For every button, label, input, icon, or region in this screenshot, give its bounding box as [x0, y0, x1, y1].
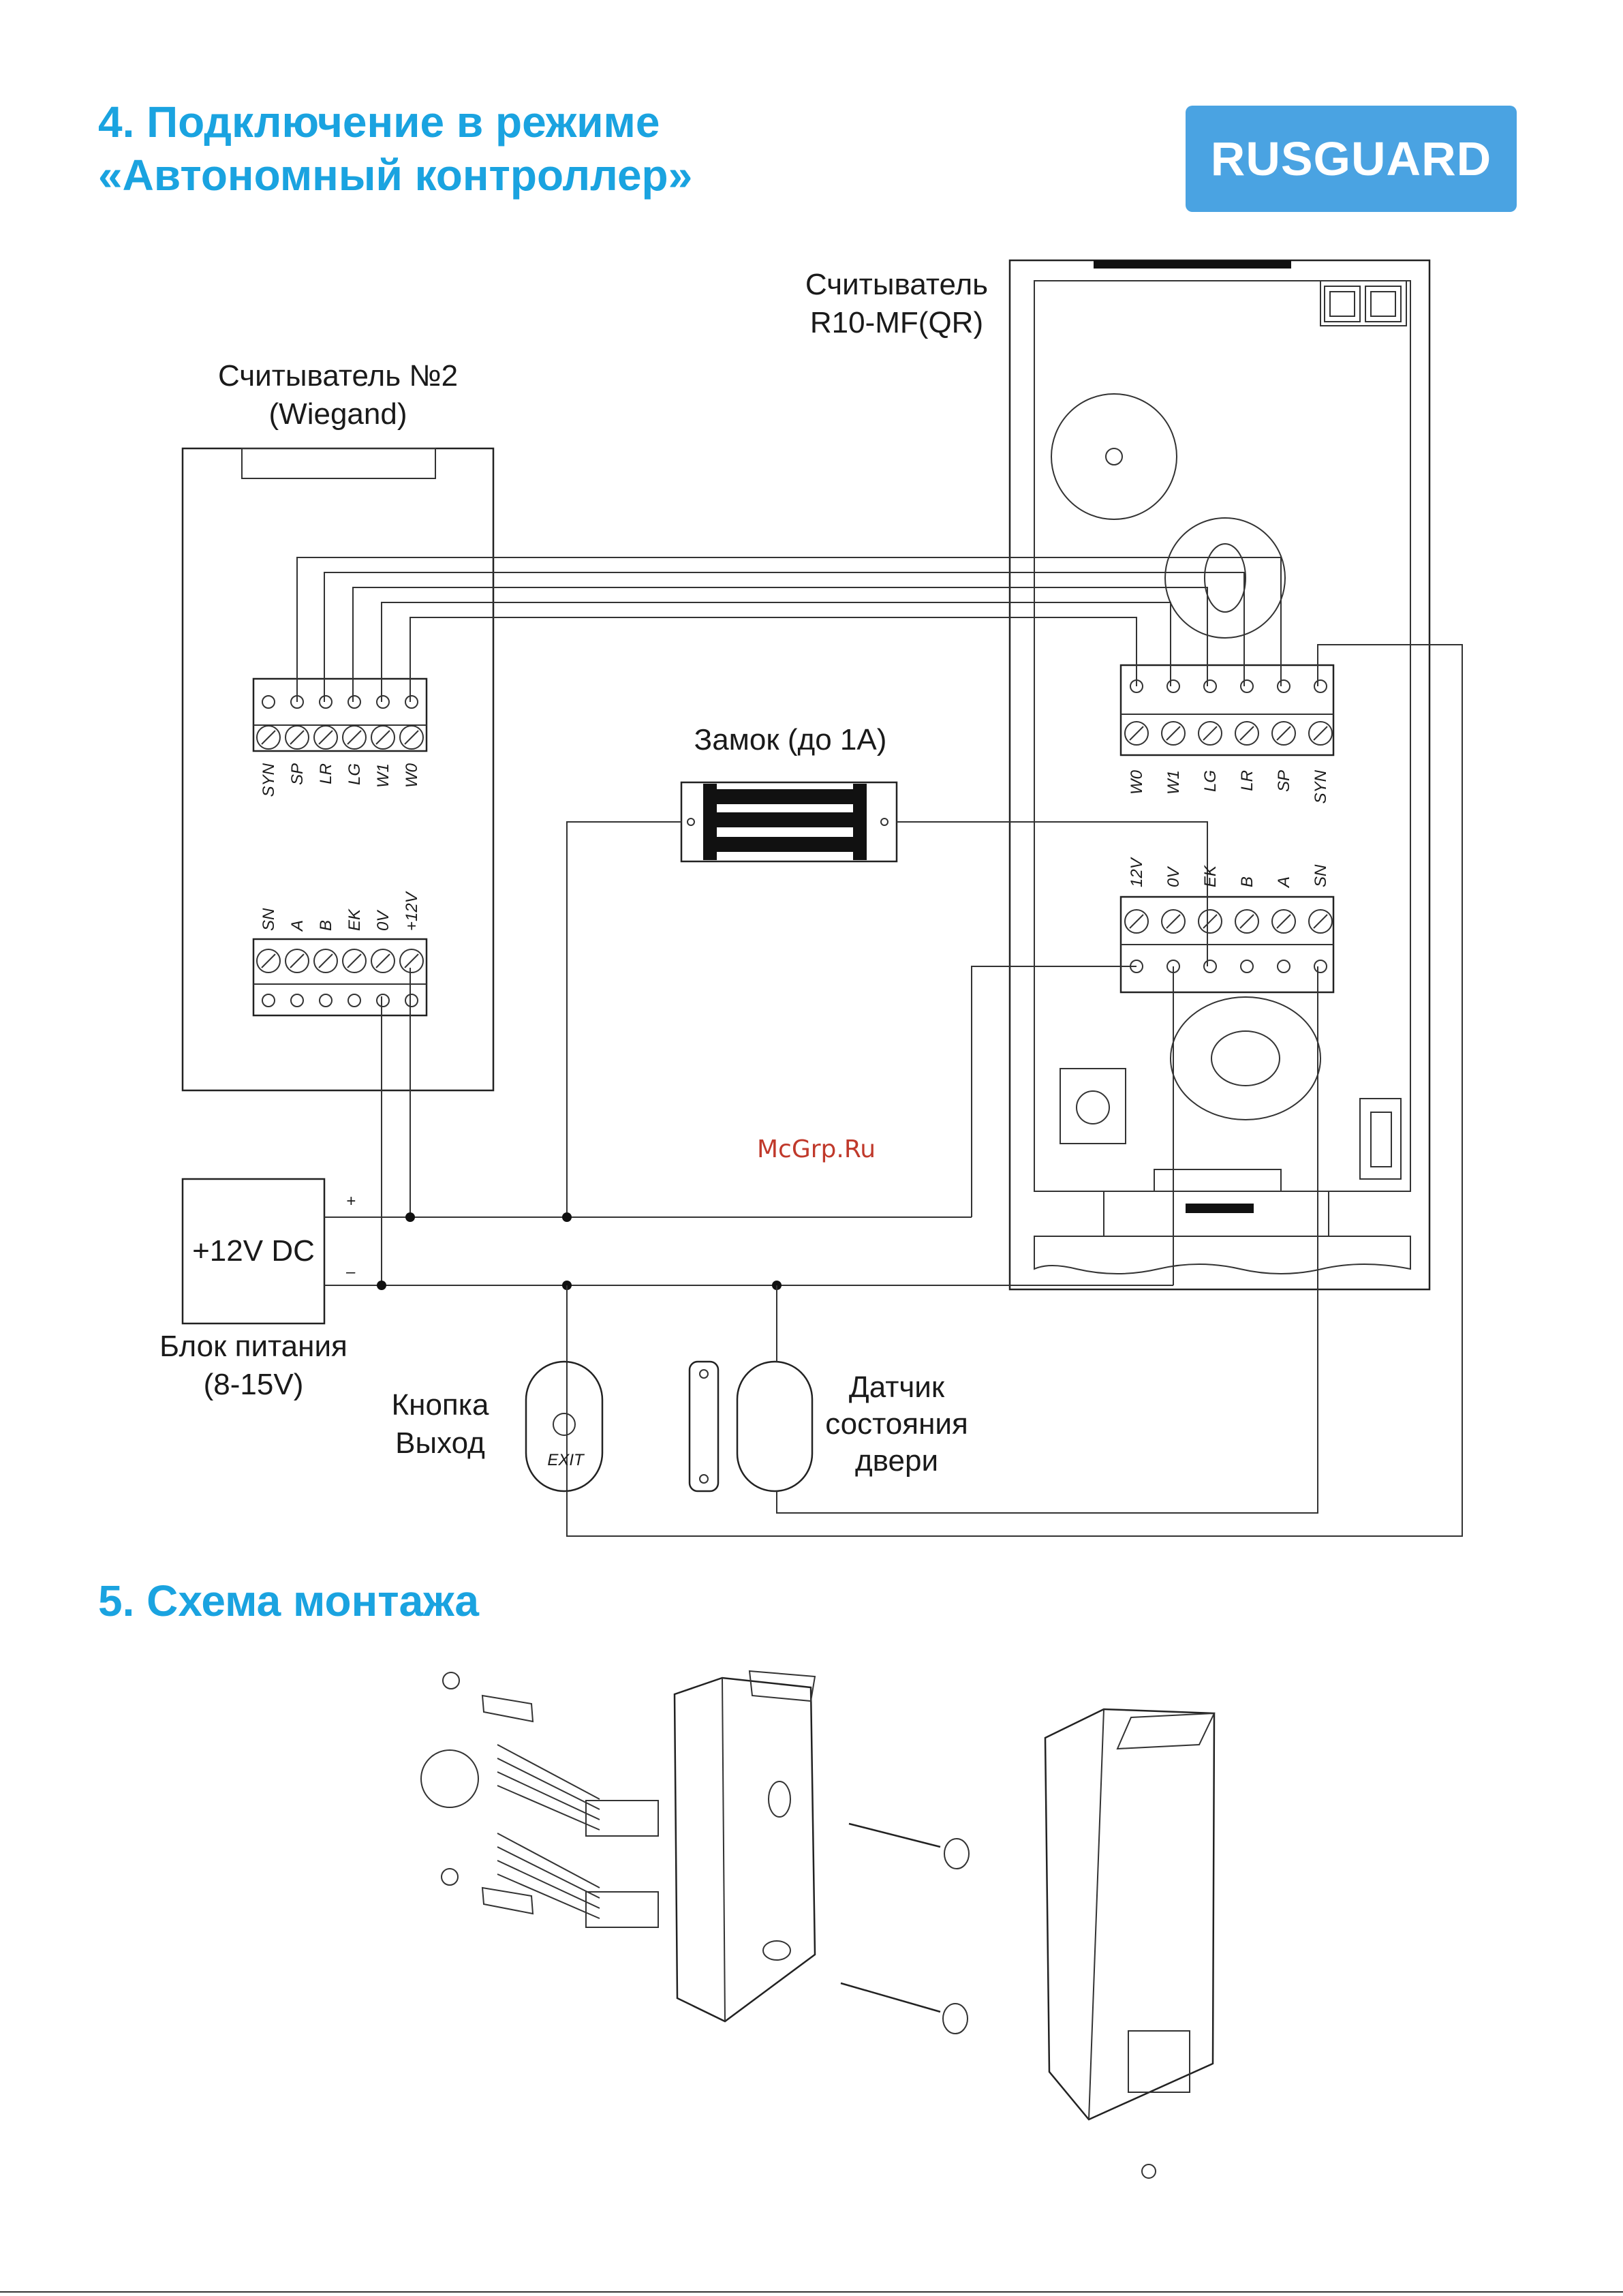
main_wiegand_pins-label-5: SYN: [1312, 769, 1330, 803]
door-sensor-label-1: Датчик: [849, 1371, 945, 1404]
section-5-heading: 5. Схема монтажа: [98, 1574, 479, 1627]
main_wiegand_pins-screw-slot-0: [1130, 726, 1143, 740]
reader2_power_pins-label-0: SN: [260, 908, 278, 931]
reader2_power_pins-screw-slot-5: [405, 954, 418, 968]
main-reader-label-2: R10-MF(QR): [810, 306, 983, 339]
reader2_power_pins-screw-slot-2: [319, 954, 333, 968]
reader2_power_pins-label-5: +12V: [403, 891, 421, 931]
reader2_wiegand_pins-label-1: SP: [288, 763, 307, 785]
exit-label-1: Кнопка: [392, 1388, 489, 1422]
main_wiegand_pins-label-4: SP: [1275, 770, 1293, 792]
main_wiegand_pins-screw-slot-4: [1277, 726, 1290, 740]
reader2_power_pins-hole-4: [377, 994, 389, 1007]
main_power_pins-hole-2: [1204, 960, 1216, 973]
power-label: +12V DC: [192, 1234, 315, 1268]
reader2_wiegand_pins-label-0: SYN: [260, 763, 278, 797]
reader2_power_pins-hole-5: [405, 994, 418, 1007]
reader2-label-2: (Wiegand): [269, 397, 407, 431]
reader2_power_pins-label-3: EK: [345, 908, 364, 931]
main_power_pins-screw-slot-5: [1314, 915, 1327, 928]
reader2_wiegand_pins-screw-slot-3: [347, 731, 361, 744]
reader2_wiegand_pins-label-3: LG: [345, 763, 364, 785]
power-supply: [183, 966, 1173, 1323]
mounting-illustration: [421, 1671, 1214, 2178]
main_power_pins-hole-3: [1241, 960, 1253, 973]
power-caption-2: (8-15V): [204, 1368, 304, 1401]
main_wiegand_pins-hole-5: [1314, 680, 1327, 692]
reader2_wiegand_pins-screw-slot-0: [262, 731, 275, 744]
lock-label: Замок (до 1А): [694, 723, 887, 756]
main_wiegand_pins-screw-slot-5: [1314, 726, 1327, 740]
door-sensor-label-3: двери: [855, 1444, 938, 1478]
exit-text: EXIT: [547, 1451, 585, 1469]
reader2_power_pins-hole-3: [348, 994, 360, 1007]
exit-label-2: Выход: [395, 1426, 485, 1460]
main_power_pins-label-1: 0V: [1164, 866, 1183, 887]
reader2_wiegand_pins-hole-4: [377, 696, 389, 708]
reader2_power_pins-label-1: A: [288, 920, 307, 932]
reader2_wiegand_pins-screw-slot-1: [290, 731, 304, 744]
main_wiegand_pins-screw-slot-1: [1166, 726, 1180, 740]
main_power_pins-screw-slot-1: [1166, 915, 1180, 928]
reader2_power_pins-screw-slot-1: [290, 954, 304, 968]
main_wiegand_pins-hole-3: [1241, 680, 1253, 692]
reader2_wiegand_pins-hole-2: [320, 696, 332, 708]
reader2_power_pins-screw-slot-0: [262, 954, 275, 968]
reader2_wiegand_pins-screw-slot-4: [376, 731, 390, 744]
main_power_pins-screw-slot-0: [1130, 915, 1143, 928]
main_power_pins-label-0: 12V: [1128, 857, 1146, 887]
watermark: McGrp.Ru: [757, 1135, 876, 1163]
door-sensor: [690, 966, 1318, 1513]
main_power_pins-label-3: B: [1238, 876, 1256, 887]
main-reader: [1010, 260, 1429, 1289]
lock: [567, 782, 1207, 1217]
reader2_wiegand_pins-hole-5: [405, 696, 418, 708]
reader2-label-1: Считыватель №2: [218, 359, 458, 393]
reader-2: [183, 448, 493, 1090]
power-caption-1: Блок питания: [159, 1330, 347, 1363]
reader2_wiegand_pins-screw-slot-5: [405, 731, 418, 744]
power-plus: +: [346, 1192, 356, 1210]
main_power_pins-screw-slot-3: [1240, 915, 1254, 928]
main_wiegand_pins-hole-4: [1278, 680, 1290, 692]
main_power_pins-hole-5: [1314, 960, 1327, 973]
main_power_pins-screw-slot-4: [1277, 915, 1290, 928]
main_wiegand_pins-label-0: W0: [1128, 769, 1146, 795]
main-power-terminal: [1121, 897, 1333, 992]
door-sensor-label-2: состояния: [825, 1407, 968, 1441]
reader2_wiegand_pins-label-5: W0: [403, 763, 421, 788]
main_wiegand_pins-screw-slot-3: [1240, 726, 1254, 740]
reader2_power_pins-label-2: B: [317, 920, 335, 931]
main_power_pins-label-2: EK: [1201, 865, 1220, 887]
main_power_pins-screw-slot-2: [1203, 915, 1217, 928]
main-wiegand-terminal: [1121, 665, 1333, 755]
reader2_wiegand_pins-label-2: LR: [317, 763, 335, 784]
main_power_pins-label-5: SN: [1312, 864, 1330, 887]
reader2_wiegand_pins-screw-slot-2: [319, 731, 333, 744]
power-minus: –: [345, 1263, 356, 1281]
main_wiegand_pins-label-2: LG: [1201, 770, 1220, 792]
exit-button: [526, 1285, 602, 1536]
main_wiegand_pins-label-1: W1: [1164, 770, 1183, 795]
reader2_power_pins-label-4: 0V: [374, 910, 392, 931]
main_wiegand_pins-hole-2: [1204, 680, 1216, 692]
reader2_power_pins-hole-1: [291, 994, 303, 1007]
main_wiegand_pins-hole-1: [1167, 680, 1179, 692]
reader2_power_pins-screw-slot-4: [376, 954, 390, 968]
reader2_wiegand_pins-hole-3: [348, 696, 360, 708]
main_wiegand_pins-screw-slot-2: [1203, 726, 1217, 740]
reader2_power_pins-hole-2: [320, 994, 332, 1007]
reader2_wiegand_pins-label-4: W1: [374, 763, 392, 788]
reader2_power_pins-screw-slot-3: [347, 954, 361, 968]
main_power_pins-hole-4: [1278, 960, 1290, 973]
main_power_pins-label-4: A: [1275, 876, 1293, 889]
page-bottom-rule: [0, 2291, 1623, 2293]
main_wiegand_pins-label-3: LR: [1238, 770, 1256, 791]
main-reader-label-1: Считыватель: [805, 268, 988, 301]
reader2_power_pins-hole-0: [262, 994, 275, 1007]
reader2_wiegand_pins-hole-0: [262, 696, 275, 708]
